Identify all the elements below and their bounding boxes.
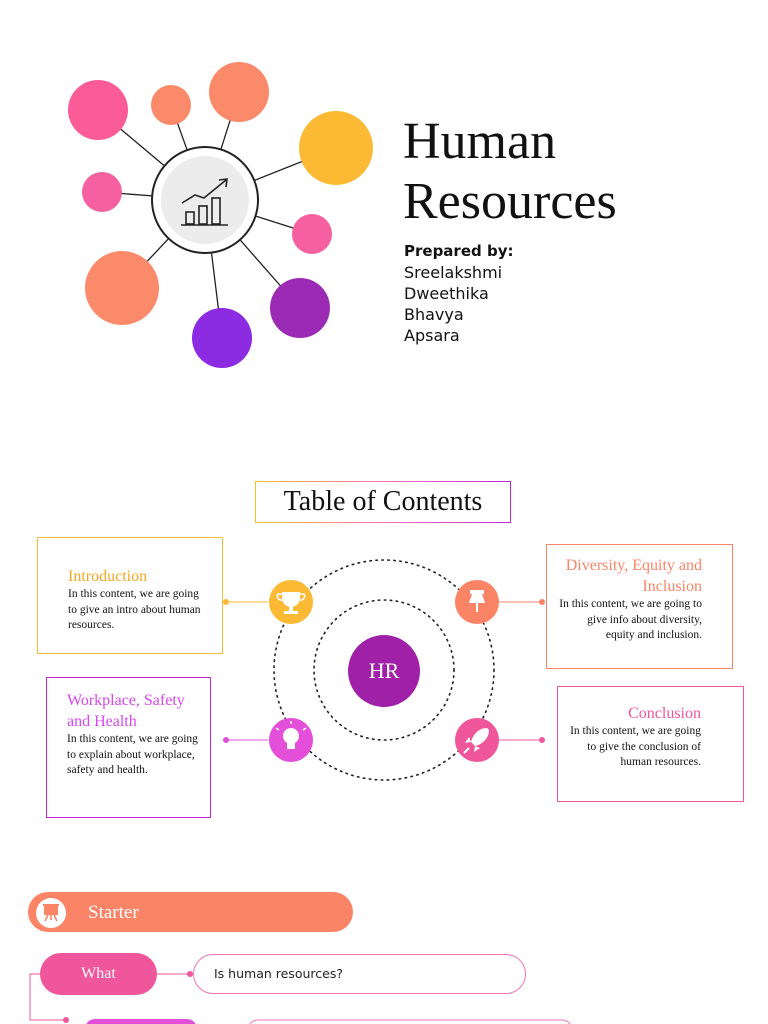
rocket-icon [455,718,499,762]
author-name: Dweethika [404,284,489,303]
bubble-pink-right [292,214,332,254]
hr-center-circle: HR [348,635,420,707]
starter-label: Starter [88,902,139,923]
title-line-2: Resources [403,173,617,230]
starter-banner[interactable] [28,892,353,932]
toc-card-workplace[interactable]: Workplace, Safety and Health In this con… [46,677,211,818]
toc-diagram [223,559,545,781]
lightbulb-icon [269,718,313,762]
bubble-violet [192,308,252,368]
toc-card-heading: Workplace, Safety and Health [67,692,185,730]
author-name: Apsara [404,326,460,345]
toc-card-text: In this content, we are going to give in… [559,598,702,641]
author-list: Sreelakshmi Dweethika Bhavya Apsara [404,262,502,346]
toc-card-heading: Conclusion [628,705,701,722]
bubble-pink-small [82,172,122,212]
bubble-pink-large [68,80,128,140]
title-line-1: Human [403,113,557,170]
title-graphic [68,62,373,368]
bubble-yellow [299,111,373,185]
main-title: Human Resources [403,112,617,232]
presentation-board-icon [36,898,66,928]
what-tag: What [40,953,157,995]
author-name: Sreelakshmi [404,263,503,282]
starter-connectors [29,971,571,1024]
toc-card-text: In this content, we are going to give th… [570,725,701,768]
toc-card-diversity[interactable]: Diversity, Equity and Inclusion In this … [546,544,733,669]
prepared-by-label: Prepared by: [404,242,514,260]
pin-icon [455,580,499,624]
growth-chart-icon [181,178,228,226]
bubble-salmon-large [85,251,159,325]
bubble-purple [270,278,330,338]
toc-card-text: In this content, we are going to give an… [68,588,201,631]
toc-title: Table of Contents [255,481,511,523]
author-name: Bhavya [404,305,464,324]
toc-card-conclusion[interactable]: Conclusion In this content, we are going… [557,686,744,802]
trophy-icon [269,580,313,624]
toc-card-introduction[interactable]: Introduction In this content, we are goi… [37,537,223,654]
bubble-salmon-top [209,62,269,122]
what-answer: Is human resources? [193,954,526,994]
bubble-salmon-small [151,85,191,125]
toc-card-heading: Diversity, Equity and Inclusion [565,557,702,595]
toc-card-text: In this content, we are going to explain… [67,733,198,776]
toc-card-heading: Introduction [68,568,148,585]
